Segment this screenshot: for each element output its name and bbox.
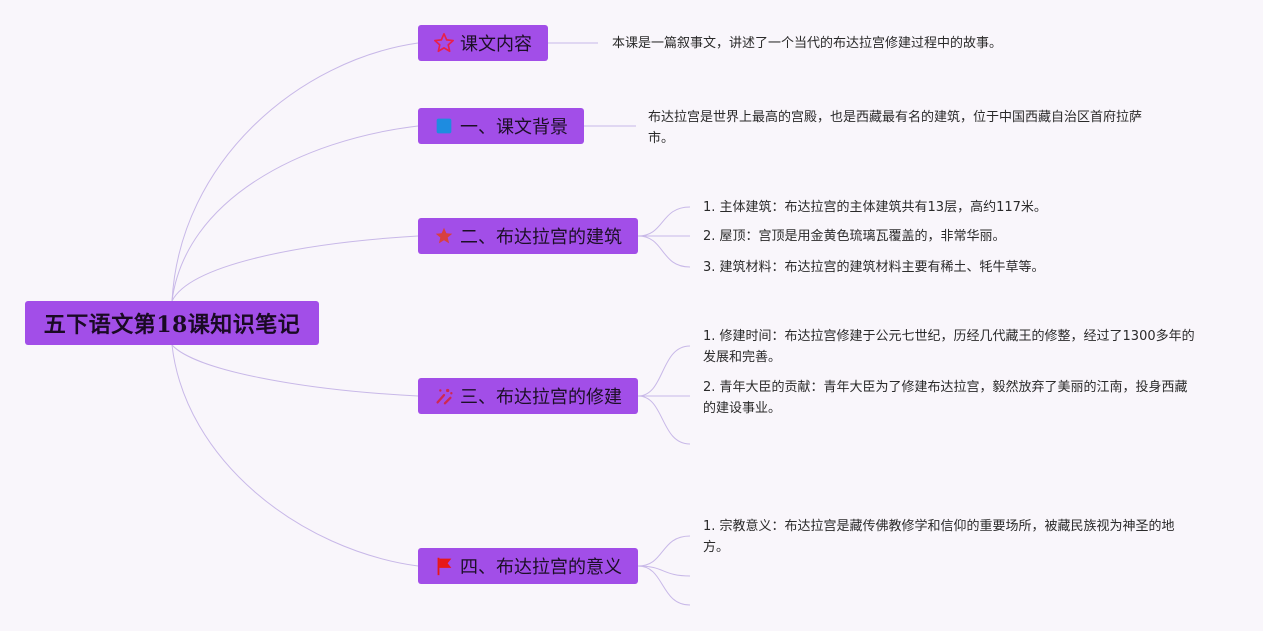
note-item: 1. 主体建筑：布达拉宫的主体建筑共有13层，高约117米。 xyxy=(703,200,1047,215)
connector-root-b2 xyxy=(171,235,419,302)
branch-node-significance[interactable]: 四、布达拉宫的意义 xyxy=(418,548,638,584)
blue-square-icon xyxy=(432,114,456,138)
branch-label: 三、布达拉宫的修建 xyxy=(460,387,622,408)
connector-root-b4 xyxy=(171,344,419,567)
note-item: 3. 建筑材料：布达拉宫的建筑材料主要有稀土、牦牛草等。 xyxy=(703,260,1045,275)
connector-b2-n2 xyxy=(637,235,691,268)
connector-b4-n0 xyxy=(637,535,691,567)
note-item: 2. 青年大臣的贡献：青年大臣为了修建布达拉宫，毅然放弃了美丽的江南，投身西藏的… xyxy=(703,380,1188,416)
branch-node-content[interactable]: 课文内容 xyxy=(418,25,548,61)
branch-label: 课文内容 xyxy=(460,34,532,55)
branch-node-architecture[interactable]: 二、布达拉宫的建筑 xyxy=(418,218,638,254)
note-text: 布达拉宫是世界上最高的宫殿，也是西藏最有名的建筑，位于中国西藏自治区首府拉萨市。 xyxy=(648,110,1143,146)
note-item: 1. 宗教意义：布达拉宫是藏传佛教修学和信仰的重要场所，被藏民族视为神圣的地方。 xyxy=(703,519,1175,555)
root-title: 五下语文第18课知识笔记 xyxy=(43,312,301,338)
red-star-icon xyxy=(432,224,456,248)
connector-b2-n0 xyxy=(637,206,691,237)
connector-b4-n1 xyxy=(637,565,691,577)
branch-label: 四、布达拉宫的意义 xyxy=(460,557,622,578)
star-outline-icon xyxy=(432,31,456,55)
red-flag-icon xyxy=(432,554,456,578)
connector-b4-n2 xyxy=(637,565,691,606)
confetti-icon xyxy=(432,384,456,408)
note-item: 1. 修建时间：布达拉宫修建于公元七世纪，历经几代藏王的修整，经过了1300多年… xyxy=(703,329,1195,365)
branch-node-construction[interactable]: 三、布达拉宫的修建 xyxy=(418,378,638,414)
branch-label: 二、布达拉宫的建筑 xyxy=(460,227,622,248)
connector-root-b3 xyxy=(171,344,419,397)
connector-root-b0 xyxy=(171,42,419,302)
note-text: 本课是一篇叙事文，讲述了一个当代的布达拉宫修建过程中的故事。 xyxy=(612,36,1003,51)
connector-b3-n0 xyxy=(637,345,691,397)
connector-b3-n2 xyxy=(637,395,691,445)
branch-node-background[interactable]: 一、课文背景 xyxy=(418,108,584,144)
connector-root-b1 xyxy=(171,125,419,302)
note-item: 2. 屋顶：宫顶是用金黄色琉璃瓦覆盖的，非常华丽。 xyxy=(703,229,1006,244)
branch-label: 一、课文背景 xyxy=(460,117,568,138)
root-node[interactable]: 五下语文第18课知识笔记 xyxy=(25,301,319,345)
